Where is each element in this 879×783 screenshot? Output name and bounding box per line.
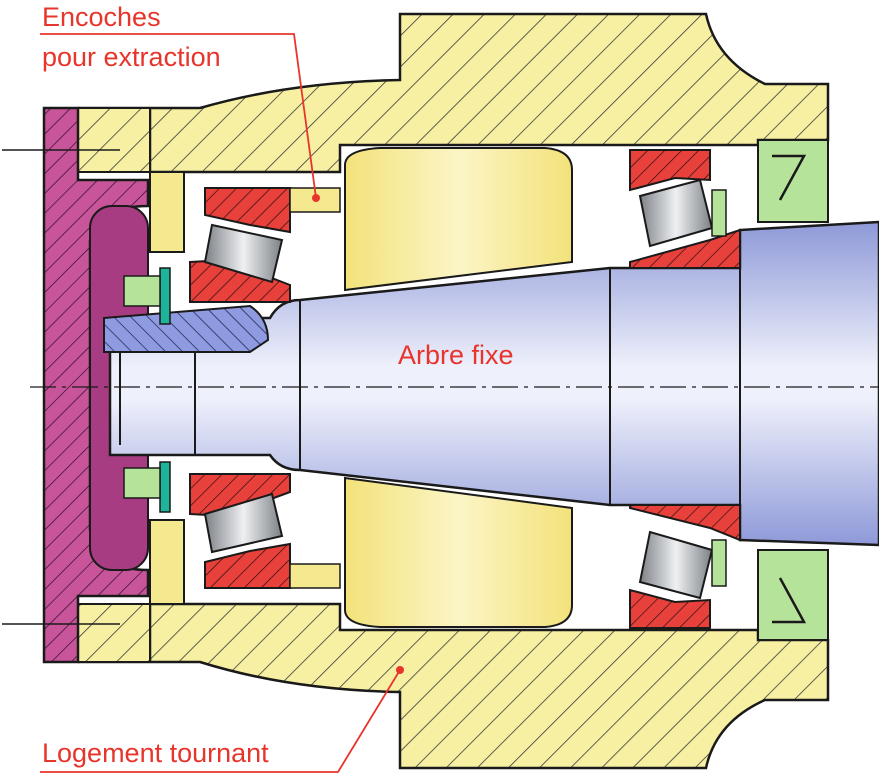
lock-washer-top [159,267,171,325]
central-spacer-bottom [344,476,573,628]
right-bearing-roller-bottom [638,530,714,600]
left-spacer-bottom [149,519,185,605]
leader-dot-housing [396,666,404,674]
leader-line-housing [40,669,401,773]
left-bearing-roller-bottom [203,492,284,554]
left-bearing-outer-race-top [204,187,291,234]
left-bearing-roller-top [203,223,284,284]
right-bearing-inner-race-bottom [629,504,741,542]
lock-washer-bottom [159,461,171,513]
left-bearing-outer-race-bottom [204,542,291,589]
leader-dot-notches [312,194,320,202]
housing-flange-top [77,107,151,173]
right-seal-bottom-lip [772,577,807,624]
leader-line-notches [40,33,317,199]
nut-seal-bottom [123,467,161,499]
right-bearing-outer-race-top [629,149,711,192]
fixed-shaft [108,220,879,547]
central-spacer-top [344,147,573,292]
label-notches-line2: pour extraction [42,42,221,72]
right-bearing-roller-top [638,178,714,248]
right-bearing-outer-race-bottom [629,588,711,629]
right-seal-top-lip [772,154,807,201]
right-seal-top [757,139,829,223]
right-seal-bottom [757,549,829,641]
label-shaft: Arbre fixe [398,340,514,370]
shaft-nut [103,304,270,353]
left-spacer-top [149,171,185,253]
label-housing: Logement tournant [42,738,269,768]
housing-flange-bottom [77,603,151,663]
label-notches-line1: Encoches [42,2,161,32]
extraction-notch-bottom [289,563,341,589]
right-seal-bottom-small [711,539,727,587]
right-bearing-inner-race-top [629,228,741,269]
right-seal-top-small [711,189,727,237]
nut-seal-top [123,275,161,307]
